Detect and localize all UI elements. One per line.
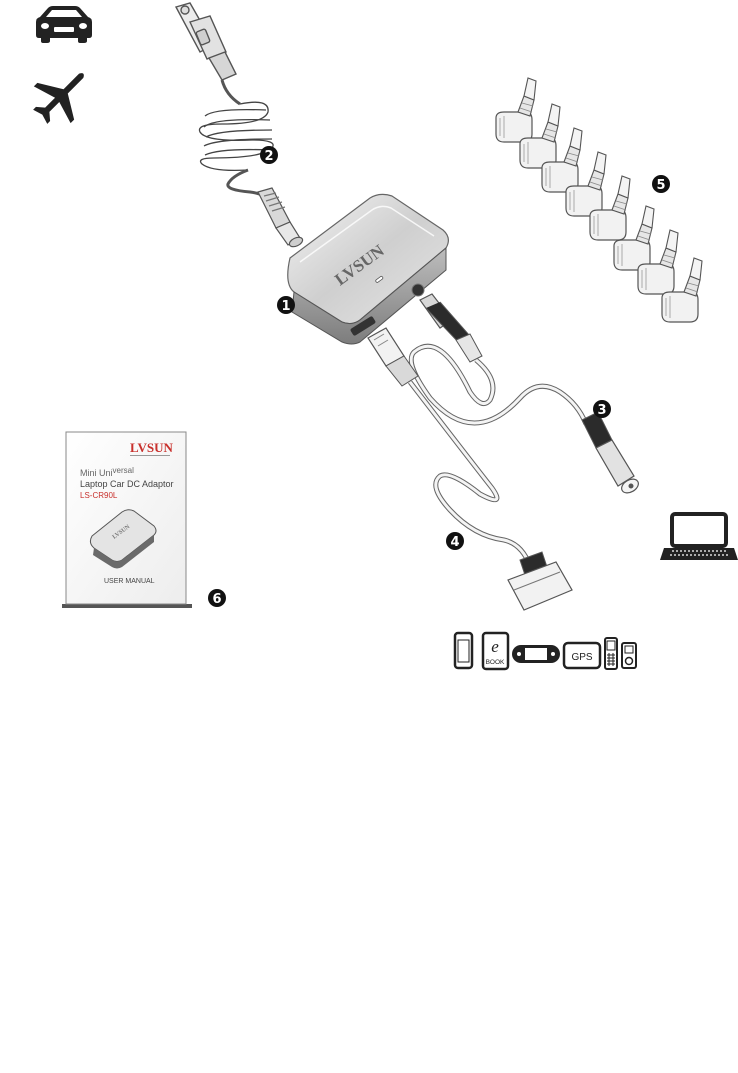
usb-output-port	[350, 316, 376, 336]
manual-title-part-a: Mini Uni	[80, 468, 113, 478]
ipod-icon	[621, 642, 637, 669]
callout-number-4: 4	[450, 535, 459, 550]
dc-tip-set	[495, 77, 703, 323]
dc-tip	[637, 229, 679, 295]
callout-badge-2: 2	[260, 146, 278, 164]
dc-tip	[565, 151, 607, 217]
manual-adapter-image: LVSUN	[89, 509, 157, 569]
dc-tip	[613, 205, 655, 271]
mobile-phone-icon	[604, 637, 618, 670]
laptop-icon	[660, 512, 738, 560]
callout-badge-5: 5	[652, 175, 670, 193]
manual-model: LS-CR90L	[80, 491, 118, 500]
dc-tip	[495, 77, 537, 143]
airplane-icon	[33, 73, 84, 124]
callout-number-3: 3	[597, 403, 606, 418]
ebook-label: BOOK	[486, 659, 505, 666]
callout-number-6: 6	[212, 592, 221, 607]
callout-number-1: 1	[281, 299, 290, 314]
dc-tip	[541, 127, 583, 193]
cord-dc-plug	[257, 187, 304, 248]
manual-title-line1: Mini Universal	[80, 466, 134, 478]
callout-badge-6: 6	[208, 589, 226, 607]
ebook-letter: e	[491, 637, 499, 656]
car-icon	[36, 6, 92, 43]
dc-tip	[519, 103, 561, 169]
car-cigarette-plug	[174, 2, 241, 106]
callout-number-2: 2	[264, 149, 273, 164]
adapter-box: LVSUN	[287, 193, 449, 345]
manual-title-part-b: versal	[113, 466, 135, 475]
callout-badge-4: 4	[446, 532, 464, 550]
dc-output-port	[411, 283, 425, 297]
user-manual-booklet: LVSUN Mini Universal Laptop Car DC Adapt…	[62, 431, 192, 608]
manual-brand: LVSUN	[130, 440, 173, 455]
gps-label: GPS	[571, 652, 592, 663]
dc-tip	[589, 175, 631, 241]
gps-icon: GPS	[562, 641, 602, 670]
callout-number-5: 5	[656, 178, 665, 193]
dc-tip	[661, 257, 703, 323]
manual-title-line2: Laptop Car DC Adaptor	[80, 479, 174, 489]
laptop-dc-cable	[408, 293, 639, 494]
ebook-icon: e BOOK	[481, 631, 510, 671]
callout-badge-1: 1	[277, 296, 295, 314]
smartphone-icon	[453, 631, 474, 670]
handheld-console-icon	[512, 645, 560, 663]
usb-dock-cable	[367, 327, 573, 611]
manual-footer: USER MANUAL	[104, 578, 155, 585]
callout-badge-3: 3	[593, 400, 611, 418]
